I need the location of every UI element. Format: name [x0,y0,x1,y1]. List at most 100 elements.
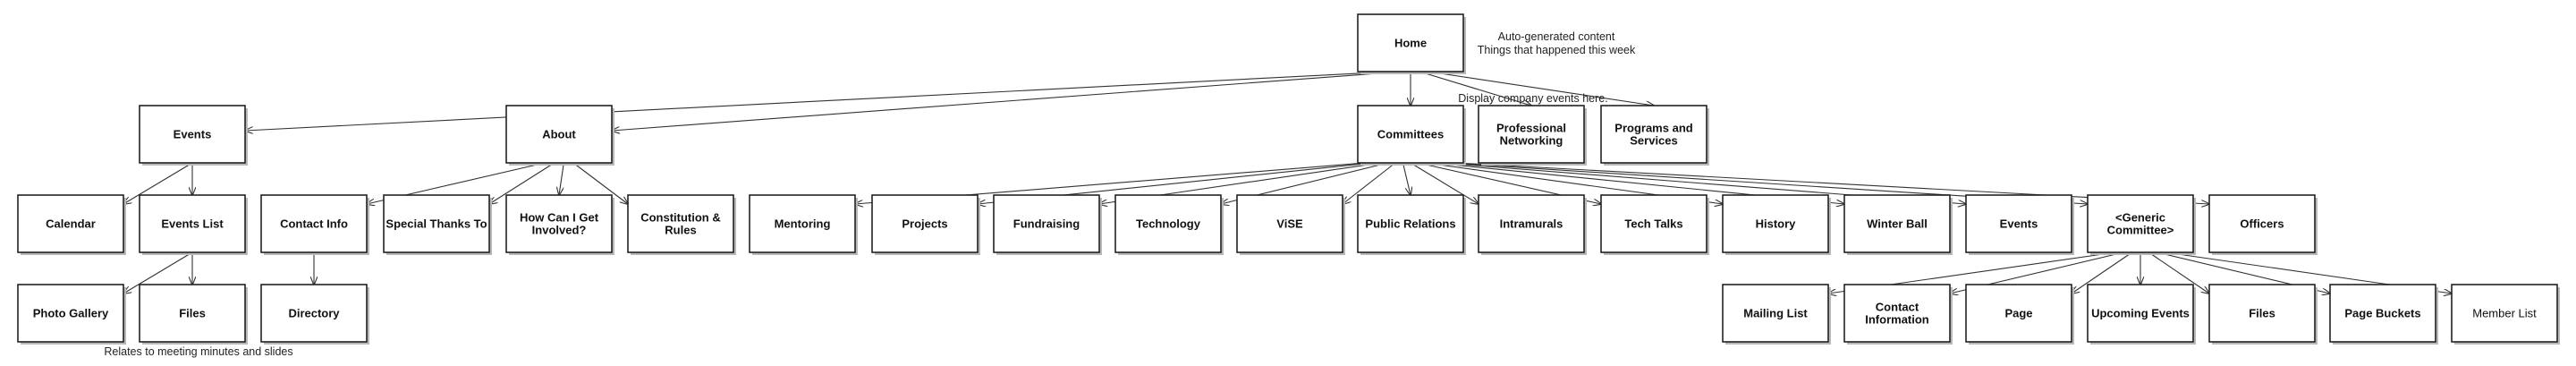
node-box [1478,194,1585,253]
node-vise: ViSE [1236,194,1345,255]
node-box [627,194,734,253]
node-committees: Committees [1357,105,1466,166]
node-mentoring: Mentoring [749,194,858,255]
node-label: Upcoming Events [2091,307,2190,320]
node-label: Winter Ball [1867,217,1928,231]
node-label: Mentoring [775,217,831,231]
node-page: Page [1965,284,2074,345]
node-about: About [505,105,614,166]
node-label: About [542,128,576,141]
note-things-happened: Things that happened this week [1478,44,1636,56]
node-box [2208,284,2316,343]
node-box [139,284,246,343]
node-contactinfo: Contact Info [260,194,369,255]
node-label: Committee> [2107,224,2174,237]
node-box [2329,284,2436,343]
node-upcoming: Upcoming Events [2087,284,2196,345]
node-box [139,194,246,253]
node-box [2087,284,2194,343]
node-box [1965,194,2072,253]
node-fundraising: Fundraising [993,194,1102,255]
edge-home-to-profnet [1419,71,1531,106]
node-calendar: Calendar [17,194,126,255]
edge-committees-to-officers [1455,162,2209,204]
node-label: Information [1865,313,1929,327]
node-box [260,194,368,253]
node-box [17,194,124,253]
node-label: Projects [902,217,947,231]
node-box [1722,194,1829,253]
node-box [1357,13,1464,72]
node-box [1114,194,1222,253]
node-label: Technology [1136,217,1201,231]
node-events: Events [139,105,248,166]
node-technology: Technology [1114,194,1224,255]
node-box [1722,284,1829,343]
node-label: Rules [665,224,696,237]
node-label: Files [2249,307,2275,320]
node-label: How Can I Get [520,211,599,225]
node-box [1357,194,1464,253]
node-label: Professional [1496,122,1566,135]
node-home: Home [1357,13,1466,74]
node-label: History [1756,217,1797,231]
node-specialthanks: Special Thanks To [383,194,492,255]
edges-layer [123,71,2452,294]
node-label: Committees [1377,128,1444,141]
edge-eventslist-to-photogallery [123,251,193,294]
edge-home-to-about [612,71,1402,131]
node-box [1600,105,1707,164]
node-label: Services [1630,134,1678,148]
node-label: Page [2004,307,2032,320]
node-label: Officers [2240,217,2284,231]
node-label: Directory [288,307,340,320]
node-publicrelations: Public Relations [1357,194,1466,255]
node-mailinglist: Mailing List [1722,284,1831,345]
node-box [1600,194,1707,253]
node-label: Events [174,128,212,141]
node-directory: Directory [260,284,369,345]
node-history: History [1722,194,1831,255]
node-label: Public Relations [1365,217,1455,231]
edge-home-to-programs [1428,71,1654,106]
node-label: ViSE [1276,217,1303,231]
node-box [749,194,856,253]
node-box [139,105,246,164]
edge-about-to-specialthanks [489,162,555,204]
node-box [2208,194,2316,253]
node-photogallery: Photo Gallery [17,284,126,345]
node-label: Constitution & [640,211,721,225]
node-box [505,105,613,164]
node-label: Mailing List [1743,307,1808,320]
edge-about-to-howcani [559,162,564,195]
node-box [1843,194,1951,253]
node-techtalks: Tech Talks [1600,194,1709,255]
node-box [993,194,1100,253]
edge-committees-to-publicrelations [1402,162,1411,195]
node-label: Member List [2472,307,2537,320]
node-box [260,284,368,343]
node-cevents: Events [1965,194,2074,255]
node-box [1478,105,1585,164]
node-box [871,194,979,253]
node-officers: Officers [2208,194,2318,255]
node-label: Programs and [1614,122,1692,135]
node-box [1965,284,2072,343]
node-label: Special Thanks To [386,217,487,231]
node-box [2087,194,2194,253]
node-box [383,194,490,253]
node-files2: Files [2208,284,2318,345]
node-constitution: Constitution &Rules [627,194,736,255]
node-label: Events List [161,217,224,231]
node-box [2451,284,2558,343]
node-eventslist: Events List [139,194,248,255]
node-label: Photo Gallery [33,307,109,320]
node-box [505,194,613,253]
node-label: Calendar [46,217,96,231]
node-projects: Projects [871,194,980,255]
node-winterball: Winter Ball [1843,194,1953,255]
node-label: <Generic [2115,211,2165,225]
note-relates-minutes: Relates to meeting minutes and slides [104,345,292,358]
